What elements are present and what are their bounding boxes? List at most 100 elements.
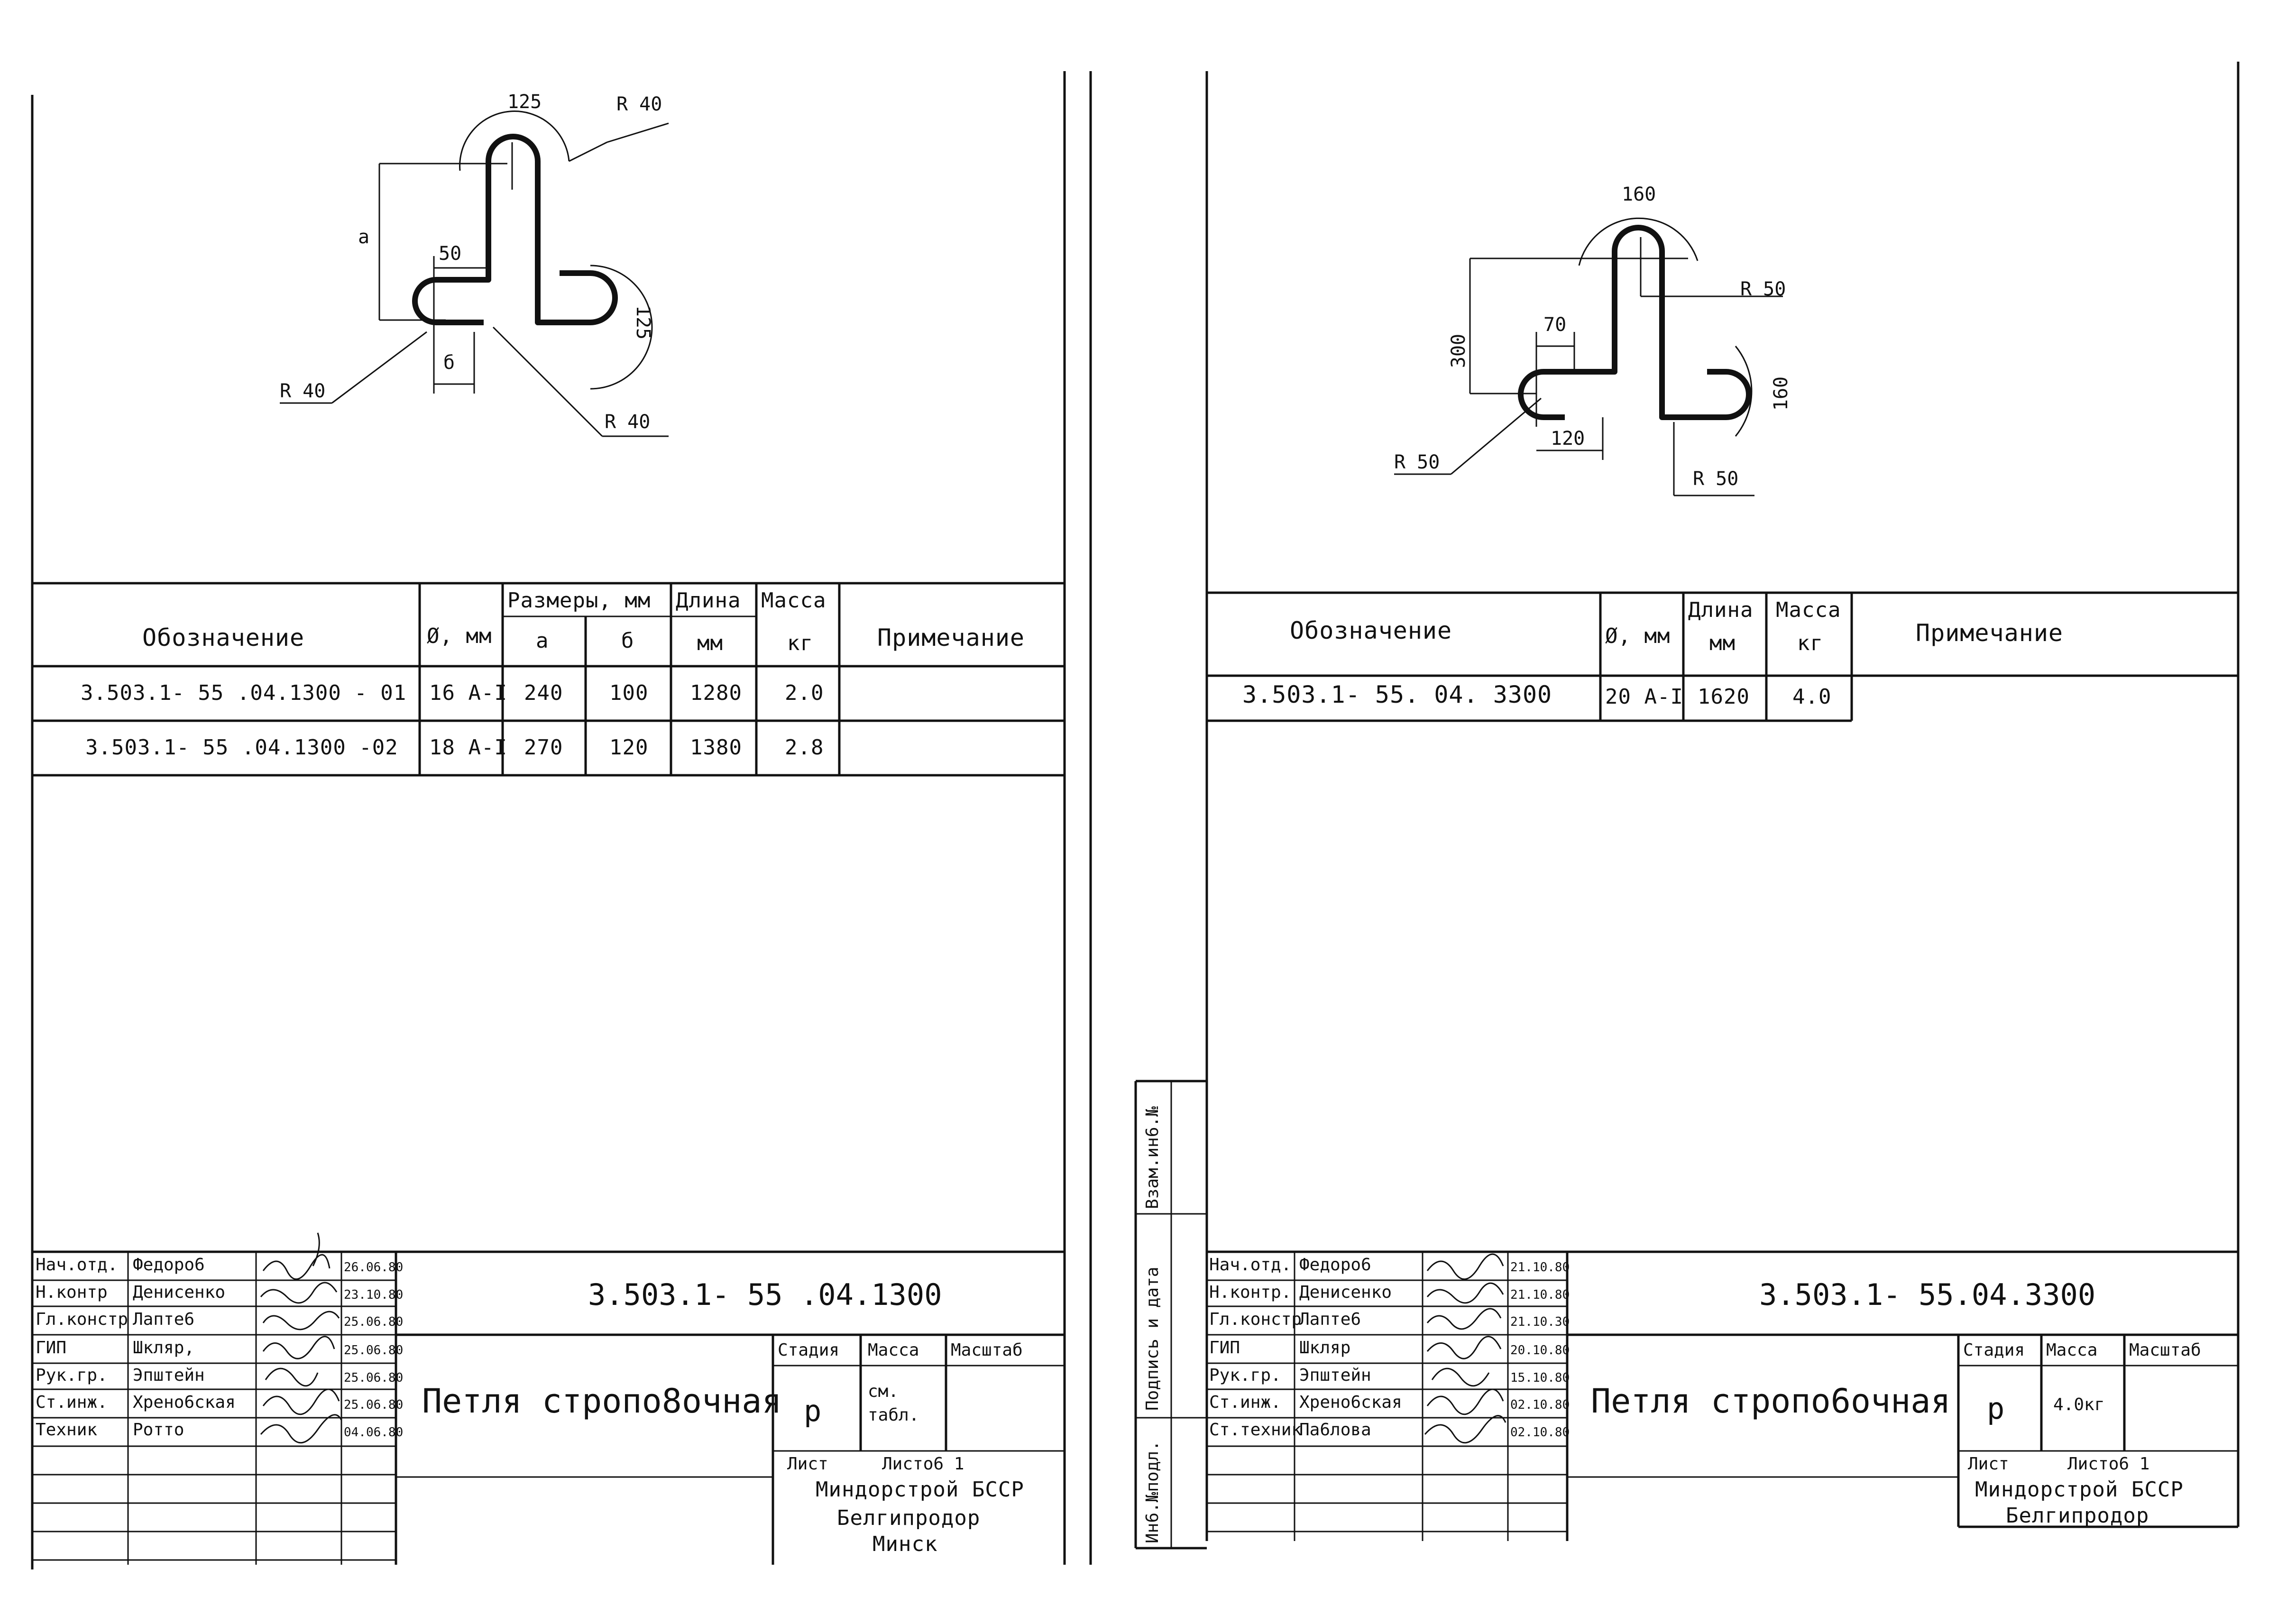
cell-length: 1380 [690, 735, 742, 760]
cell-length: 1620 [1698, 685, 1750, 709]
right-th-note: Примечание [1916, 619, 2064, 647]
staff-date: 25.06.80 [344, 1371, 404, 1385]
left-dim-r-top: R 40 [616, 93, 662, 115]
staff-role: Гл.констр [1209, 1310, 1302, 1329]
left-th-diameter: Ø, мм [427, 624, 492, 648]
staff-role: Ст.техник [1209, 1420, 1302, 1440]
right-th-mass: Масса [1776, 598, 1841, 622]
right-drawing-name: Петля стропо6очная [1591, 1382, 1951, 1421]
staff-name: Шкляр [1299, 1338, 1351, 1358]
right-th-designation: Обозначение [1290, 617, 1452, 644]
staff-name: Эпштейн [133, 1366, 205, 1385]
left-th-a: а [536, 629, 549, 653]
left-th-designation: Обозначение [142, 624, 305, 651]
staff-date: 20.10.80 [1510, 1343, 1570, 1358]
staff-date: 21.10.80 [1510, 1288, 1570, 1302]
staff-name: Па6лова [1299, 1420, 1371, 1440]
staff-name: Федоро6 [1299, 1255, 1371, 1275]
staff-date: 26.06.80 [344, 1260, 404, 1275]
left-th-length: Длина [676, 588, 741, 613]
staff-date: 25.06.80 [344, 1343, 404, 1358]
left-sheets-label: Листо6 1 [882, 1454, 964, 1474]
cell-diameter: 18 A-I [429, 735, 507, 760]
left-loop-drawing [280, 110, 669, 437]
left-dim-a: a [358, 226, 370, 248]
right-org2: Белгипродор [2006, 1504, 2149, 1528]
right-dim-120: 120 [1551, 428, 1585, 450]
left-th-sizes: Размеры, мм [507, 588, 651, 613]
side-sign-label: Подпись и дата [1143, 1266, 1162, 1411]
right-th-mass-unit: кг [1797, 631, 1823, 655]
cell-mass: 2.8 [785, 735, 824, 760]
left-org3: Минск [872, 1532, 938, 1556]
cell-designation: 3.503.1- 55. 04. 3300 [1242, 681, 1552, 708]
left-th-mass-unit: кг [787, 631, 813, 655]
right-mass-value: 4.0кг [2053, 1395, 2105, 1414]
right-th-length: Длина [1688, 598, 1754, 622]
cell-mass: 4.0 [1792, 685, 1832, 709]
staff-role: Ст.инж. [1209, 1393, 1281, 1412]
staff-role: Н.контр. [1209, 1283, 1292, 1302]
staff-date: 02.10.80 [1510, 1398, 1570, 1412]
staff-name: Лапте6 [133, 1310, 195, 1329]
staff-date: 15.10.80 [1510, 1371, 1570, 1385]
left-mass-label: Масса [868, 1340, 919, 1360]
side-inv-label: Ин6.№подл. [1143, 1440, 1162, 1543]
right-dim-70: 70 [1543, 314, 1567, 336]
left-org2: Белгипродор [837, 1506, 981, 1530]
right-stage-value: р [1987, 1391, 2005, 1426]
cell-designation: 3.503.1- 55 .04.1300 -02 [85, 735, 398, 760]
right-scale-label: Масштаб [2129, 1340, 2201, 1360]
staff-date: 23.10.80 [344, 1288, 404, 1302]
left-dim-50: 50 [439, 243, 462, 265]
right-th-length-unit: мм [1709, 631, 1736, 655]
right-mass-label: Масса [2046, 1340, 2098, 1360]
left-sheet-label: Лист [787, 1454, 828, 1474]
left-dim-r-left: R 40 [280, 380, 326, 402]
right-dim-r-left: R 50 [1394, 451, 1440, 473]
left-dim-r-bottom: R 40 [605, 411, 651, 433]
staff-role: ГИП [36, 1338, 67, 1358]
left-dim-b: б [443, 352, 455, 374]
left-th-length-unit: мм [697, 631, 723, 655]
staff-name: Денисенко [133, 1283, 226, 1302]
staff-role: Нач.отд. [36, 1255, 118, 1275]
cell-b: 100 [609, 681, 649, 705]
cell-length: 1280 [690, 681, 742, 705]
staff-role: Ст.инж. [36, 1393, 108, 1412]
staff-name: Хрено6ская [1299, 1393, 1402, 1412]
left-stage-label: Стадия [778, 1340, 840, 1360]
staff-name: Федоро6 [133, 1255, 205, 1275]
left-th-note: Примечание [877, 624, 1025, 651]
cell-mass: 2.0 [785, 681, 824, 705]
staff-date: 02.10.80 [1510, 1425, 1570, 1440]
staff-role: Н.контр [36, 1283, 108, 1302]
staff-date: 21.10.80 [1510, 1260, 1570, 1275]
cell-a: 240 [524, 681, 563, 705]
right-dim-top: 160 [1622, 184, 1656, 205]
left-th-mass: Масса [761, 588, 827, 613]
staff-date: 25.06.80 [344, 1398, 404, 1412]
right-sheets-label: Листо6 1 [2067, 1454, 2150, 1474]
right-drawing-code: 3.503.1- 55.04.3300 [1759, 1277, 2096, 1312]
cell-designation: 3.503.1- 55 .04.1300 - 01 [81, 681, 407, 705]
side-replace-label: Взам.ин6.№ [1143, 1106, 1162, 1209]
left-drawing-name: Петля стропо8очная [422, 1382, 782, 1421]
left-stage-value: р [804, 1394, 822, 1428]
right-dim-r-top: R 50 [1740, 278, 1786, 300]
staff-role: Гл.констр [36, 1310, 129, 1329]
right-loop-drawing [1394, 217, 1783, 496]
left-mass-value: см. табл. [868, 1382, 919, 1425]
left-org1: Миндорстрой БССР [816, 1477, 1024, 1502]
right-sheet-label: Лист [1968, 1454, 2009, 1474]
staff-role: Рук.гр. [36, 1366, 108, 1385]
left-scale-label: Масштаб [951, 1340, 1023, 1360]
staff-name: Ротто [133, 1420, 184, 1440]
right-th-diameter: Ø, мм [1605, 624, 1671, 648]
staff-role: Техник [36, 1420, 98, 1440]
left-drawing-code: 3.503.1- 55 .04.1300 [588, 1277, 942, 1312]
right-stage-label: Стадия [1963, 1340, 2025, 1360]
staff-date: 25.06.80 [344, 1315, 404, 1329]
